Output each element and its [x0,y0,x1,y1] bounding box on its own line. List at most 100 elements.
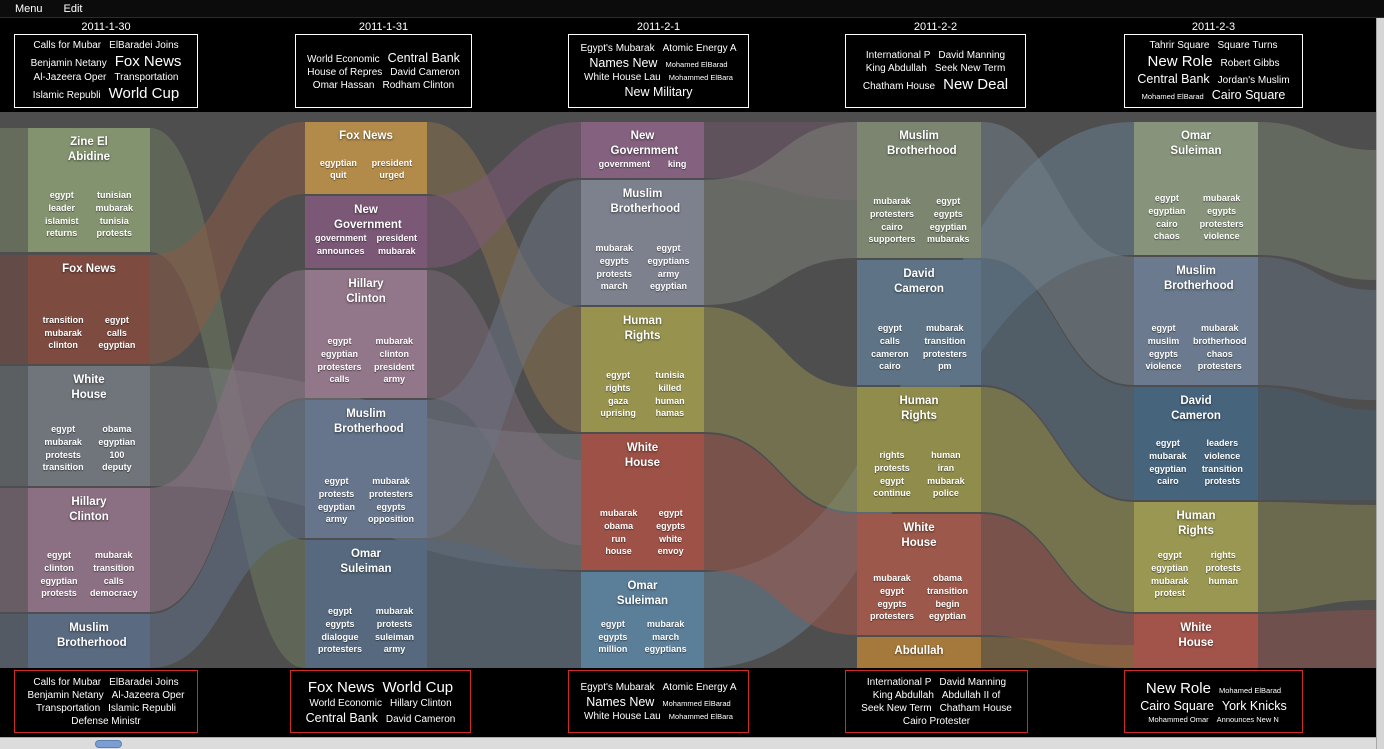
keyword[interactable]: continue [873,488,911,499]
headline-word[interactable]: Hillary Clinton [389,697,452,709]
flow-ribbon[interactable] [427,540,581,668]
keyword[interactable]: egyptian [650,281,688,292]
headline-word[interactable]: Atomic Energy A [662,43,737,54]
headline-word[interactable]: David Manning [938,49,1006,61]
keyword[interactable]: army [383,374,405,385]
keyword[interactable]: egypt [877,323,902,334]
keyword[interactable]: egyptians [644,644,687,655]
headline-word[interactable]: York Knicks [1221,698,1287,713]
headline-word[interactable]: Islamic Republi [108,702,176,714]
keyword[interactable]: egypt [880,475,905,486]
keyword[interactable]: mubarak [1200,323,1239,334]
keyword[interactable]: suleiman [374,631,414,642]
headline-word[interactable]: Al-Jazeera Oper [33,72,107,83]
keyword[interactable]: army [657,268,680,279]
keyword[interactable]: house [605,546,632,557]
headline-word[interactable]: David Cameron [385,713,456,725]
keyword[interactable]: army [383,644,406,655]
keyword[interactable]: egypts [1148,348,1178,359]
keyword[interactable]: egypts [325,618,355,629]
keyword[interactable]: democracy [89,588,138,599]
keyword[interactable]: mubarak [375,606,414,617]
keyword[interactable]: mubarak [44,436,82,447]
flow-ribbon[interactable] [150,122,305,364]
keyword[interactable]: mubarak [44,327,82,338]
keyword[interactable]: leader [48,202,75,213]
keyword[interactable]: islamist [44,215,79,226]
keyword[interactable]: mubarak [95,202,133,213]
headline-word[interactable]: International P [866,676,932,688]
headline-word[interactable]: Mohammed ElBara [668,711,733,721]
headline-word[interactable]: World Economic [309,697,382,709]
keyword[interactable]: cairo [1157,476,1179,487]
keyword[interactable]: calls [106,327,127,338]
keyword[interactable]: tunisian [96,190,132,201]
flow-ribbon[interactable] [981,387,1134,612]
flow-ribbon[interactable] [150,400,305,668]
flow-ribbon[interactable] [704,434,857,635]
keyword[interactable]: clinton [379,348,409,359]
keyword[interactable]: chaos [1206,348,1233,359]
keyword[interactable]: protests [96,228,132,239]
keyword[interactable]: government [314,232,367,243]
keyword[interactable]: gaza [608,395,629,406]
keyword[interactable]: protesters [869,208,914,219]
headline-word[interactable]: White House Lau [584,72,661,83]
keyword[interactable]: egyptians [647,255,690,266]
headline-word[interactable]: Robert Gibbs [1220,58,1280,69]
headline-word[interactable]: New Role [1147,53,1213,70]
keyword[interactable]: egyptian [98,436,136,447]
keyword[interactable]: human [931,450,961,461]
keyword[interactable]: calls [329,374,350,385]
keyword[interactable]: clinton [48,340,78,351]
keyword[interactable]: transition [1201,463,1243,474]
keyword[interactable]: mubarak [372,476,410,487]
headline-word[interactable]: Central Bank [305,710,378,725]
keyword[interactable]: egyptian [929,221,967,232]
flow-ribbon[interactable] [0,366,28,486]
keyword[interactable]: protests [41,588,77,599]
keyword[interactable]: pm [938,361,952,372]
keyword[interactable]: urged [379,170,405,181]
keyword[interactable]: egypt [656,243,681,254]
keyword[interactable]: egypt [1151,323,1176,334]
headline-word[interactable]: Jordan's Muslim [1217,75,1290,86]
keyword[interactable]: announces [316,245,365,256]
keyword[interactable]: killed [658,382,682,393]
keyword[interactable]: egypt [104,314,129,325]
headline-word[interactable]: Calls for Mubar [33,40,102,51]
keyword[interactable]: white [659,533,683,544]
keyword[interactable]: egyptian [1151,562,1189,573]
headline-word[interactable]: Benjamin Netany [27,689,104,701]
headline-word[interactable]: White House Lau [584,710,661,722]
keyword[interactable]: brotherhood [1193,335,1247,346]
keyword[interactable]: egyptian [320,348,358,359]
keyword[interactable]: iran [937,462,955,473]
keyword[interactable]: mubaraks [926,234,970,245]
keyword[interactable]: rights [1210,550,1236,561]
keyword[interactable]: mubarak [873,196,911,207]
keyword[interactable]: mubarak [94,550,133,561]
headline-word[interactable]: World Cup [382,678,454,696]
headline-word[interactable]: Announces New N [1216,714,1279,724]
keyword[interactable]: protesters [317,644,362,655]
keyword[interactable]: egypt [606,370,631,381]
headline-word[interactable]: Mohamed ElBarad [665,60,728,69]
headline-word[interactable]: Egypt's Mubarak [580,681,655,693]
flow-ribbon[interactable] [150,270,305,612]
keyword[interactable]: obama [102,424,132,435]
